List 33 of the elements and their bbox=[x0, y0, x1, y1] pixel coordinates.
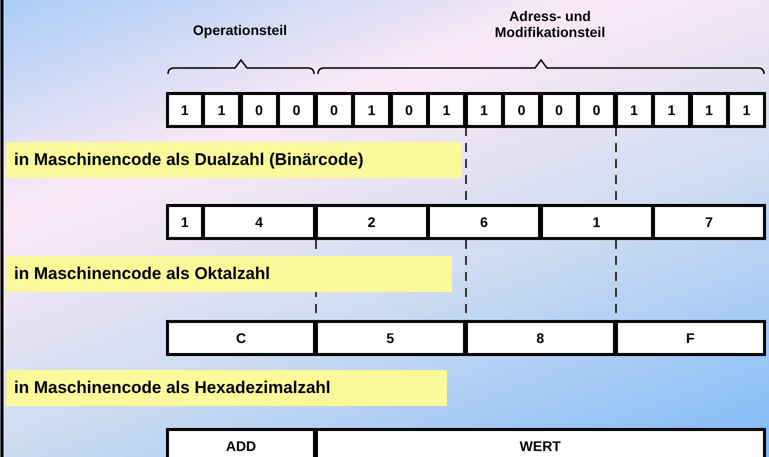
table-cell: F bbox=[614, 320, 766, 356]
table-cell: 0 bbox=[390, 92, 428, 128]
table-cell: 1 bbox=[202, 92, 241, 128]
table-cell: 1 bbox=[727, 92, 766, 128]
table-cell: 1 bbox=[540, 204, 654, 240]
table-cell: WERT bbox=[314, 428, 766, 457]
table-cell: 1 bbox=[690, 92, 728, 128]
table-cell: 4 bbox=[202, 204, 316, 240]
table-cell: ADD bbox=[166, 428, 316, 457]
highlighted-caption: in Maschinencode als Dualzahl (Binärcode) bbox=[6, 142, 462, 178]
table-cell: 0 bbox=[540, 92, 578, 128]
table-cell: 1 bbox=[652, 92, 691, 128]
table-cell: 1 bbox=[166, 92, 204, 128]
table-cell: 0 bbox=[314, 92, 354, 128]
table-cell: 0 bbox=[502, 92, 541, 128]
highlighted-caption: in Maschinencode als Oktalzahl bbox=[6, 256, 452, 292]
table-cell: 1 bbox=[464, 92, 504, 128]
section-heading: Operationsteil bbox=[192, 22, 288, 38]
table-cell: 8 bbox=[464, 320, 616, 356]
table-cell: 1 bbox=[352, 92, 391, 128]
table-cell: 0 bbox=[277, 92, 316, 128]
highlighted-caption: in Maschinencode als Hexadezimalzahl bbox=[6, 370, 447, 406]
table-cell: 1 bbox=[427, 92, 466, 128]
section-heading: Adress- und Modifikationsteil bbox=[494, 8, 606, 40]
table-cell: 0 bbox=[577, 92, 616, 128]
table-cell: 7 bbox=[652, 204, 766, 240]
table-cell: 2 bbox=[314, 204, 428, 240]
table-cell: C bbox=[166, 320, 316, 356]
table-cell: 0 bbox=[240, 92, 278, 128]
table-cell: 6 bbox=[427, 204, 541, 240]
table-cell: 5 bbox=[314, 320, 466, 356]
table-cell: 1 bbox=[614, 92, 654, 128]
table-cell: 1 bbox=[166, 204, 204, 240]
